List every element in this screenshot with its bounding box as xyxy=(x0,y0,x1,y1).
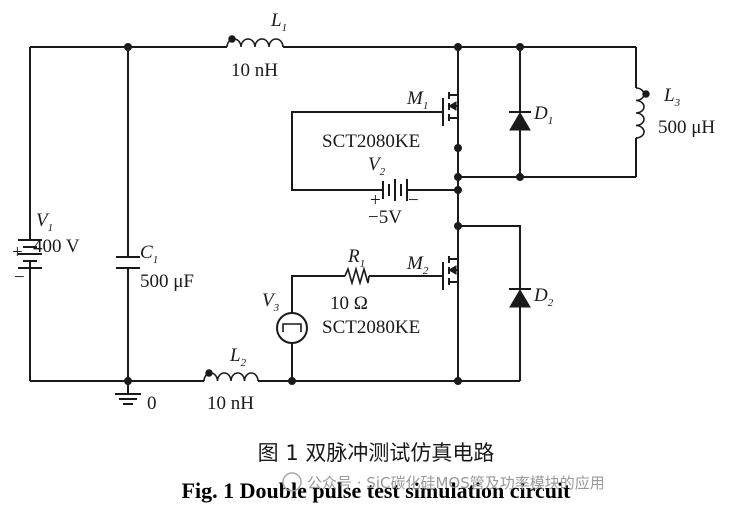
svg-text:C1: C1 xyxy=(140,242,158,266)
inductor-l1-symbol xyxy=(226,35,284,48)
label-ground: 0 xyxy=(147,393,157,414)
wechat-icon xyxy=(282,472,302,492)
label-m1: M1 SCT2080KE xyxy=(322,88,428,152)
capacitor-c1-symbol xyxy=(116,256,140,269)
label-c1-value: 500 μF xyxy=(140,271,194,292)
label-r1-value: 10 Ω xyxy=(330,293,368,314)
pulse-source-v3-symbol xyxy=(276,312,308,344)
svg-text:D1: D1 xyxy=(533,103,553,127)
svg-text:V3: V3 xyxy=(262,290,280,314)
svg-text:V1: V1 xyxy=(36,210,53,234)
label-d2: D2 xyxy=(533,285,554,309)
wires xyxy=(29,46,637,382)
label-m1-part: SCT2080KE xyxy=(322,131,420,152)
svg-text:M2: M2 xyxy=(406,253,429,277)
label-m2-part: SCT2080KE xyxy=(322,317,420,338)
svg-text:L2: L2 xyxy=(229,345,247,369)
svg-text:+: + xyxy=(12,242,23,263)
label-v2-value: −5V xyxy=(368,207,402,228)
label-v3: V3 xyxy=(262,290,280,314)
label-l2-value: 10 nH xyxy=(207,393,254,414)
resistor-r1-symbol xyxy=(344,266,370,286)
watermark-text: 公众号 · SiC碳化硅MOS管及功率模块的应用 xyxy=(307,474,605,492)
label-d1: D1 xyxy=(533,103,553,127)
svg-text:V2: V2 xyxy=(368,154,386,178)
label-l2: L2 10 nH xyxy=(207,345,254,414)
diode-d2-symbol xyxy=(509,288,531,308)
label-c1: C1 500 μF xyxy=(140,242,194,292)
diode-d1-symbol xyxy=(509,111,531,131)
inductor-l2-symbol xyxy=(203,369,259,382)
label-l1-value: 10 nH xyxy=(231,60,278,81)
battery-v2-symbol: + − xyxy=(370,179,419,211)
caption-english: Fig. 1 Double pulse test simulation circ… xyxy=(182,478,572,503)
inductor-l3-symbol xyxy=(635,87,650,139)
svg-text:L1: L1 xyxy=(270,10,287,34)
svg-text:R1: R1 xyxy=(347,246,365,270)
label-v2: V2 −5V xyxy=(368,154,402,228)
label-r1: R1 10 Ω xyxy=(330,246,368,314)
battery-v1-symbol: + − xyxy=(12,239,42,288)
label-m2: M2 SCT2080KE xyxy=(322,253,429,338)
svg-text:+: + xyxy=(370,190,381,211)
label-l1: L1 10 nH xyxy=(231,10,287,81)
svg-text:−: − xyxy=(14,267,25,288)
label-l3: L3 500 μH xyxy=(658,85,715,138)
svg-text:L3: L3 xyxy=(663,85,681,109)
label-v1: V1 400 V xyxy=(33,210,80,257)
mosfet-m1-symbol xyxy=(442,92,459,126)
svg-text:M1: M1 xyxy=(406,88,428,112)
junction-dots xyxy=(124,43,524,385)
label-v1-value: 400 V xyxy=(33,236,80,257)
svg-text:−: − xyxy=(408,190,419,211)
mosfet-m2-symbol xyxy=(442,256,459,290)
svg-text:D2: D2 xyxy=(533,285,554,309)
label-l3-value: 500 μH xyxy=(658,117,715,138)
watermark: 公众号 · SiC碳化硅MOS管及功率模块的应用 xyxy=(282,472,605,492)
caption-chinese: 图 1 双脉冲测试仿真电路 xyxy=(258,441,495,465)
